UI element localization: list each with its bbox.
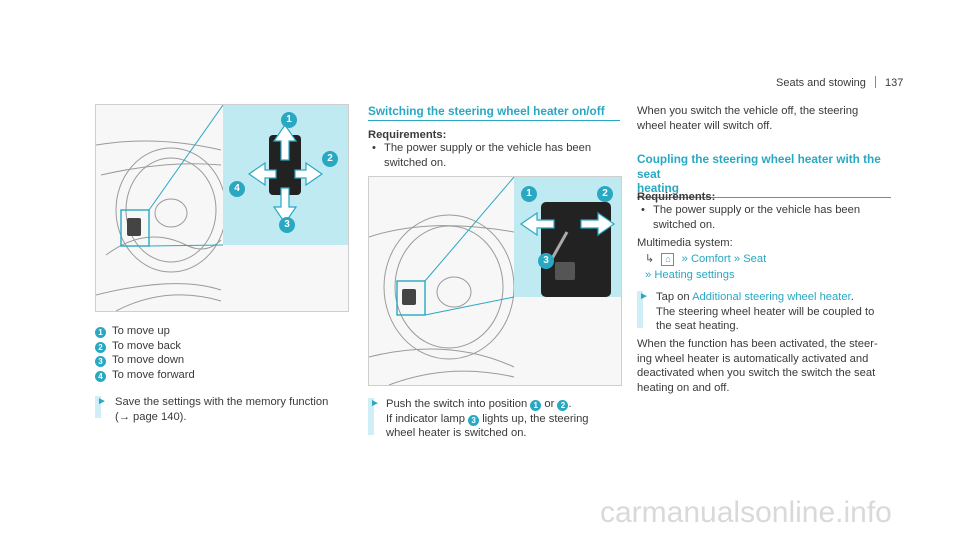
switch-highlight (396, 280, 426, 316)
seat-adjust-illustration (96, 105, 348, 311)
nav-comfort[interactable]: Comfort (690, 253, 731, 265)
fig1-label-2: 2 (322, 151, 338, 167)
additional-heater-link[interactable]: Additional steering wheel heater (692, 291, 851, 303)
col3-paragraph: When the function has been activated, th… (637, 338, 878, 394)
col3-instruction: Tap on Additional steering wheel heater.… (656, 291, 875, 332)
instruction-bar (95, 396, 101, 418)
steering-switch-illustration (369, 177, 621, 385)
nav-heating-settings[interactable]: Heating settings (654, 268, 735, 281)
multimedia-label: Multimedia system: (637, 237, 733, 249)
action-arrow-icon: ► (639, 291, 649, 302)
requirements-label: Requirements: (637, 191, 716, 203)
requirement-item: • The power supply or the vehicle has be… (372, 142, 592, 169)
chevron-icon: » (645, 268, 652, 281)
fig1-label-1: 1 (281, 112, 297, 128)
instruction-bar (368, 398, 374, 435)
col3-intro: When you switch the vehicle off, the ste… (637, 105, 859, 132)
figure-steering-switch: 1 2 3 (368, 176, 622, 386)
direction-arrows (247, 123, 324, 225)
fig2-label-2: 2 (597, 186, 613, 202)
switch-highlight (120, 209, 150, 247)
chevron-icon: » (733, 253, 741, 265)
fig1-label-3: 3 (279, 217, 295, 233)
page-number: 137 (885, 77, 904, 89)
direction-arrows (519, 211, 616, 237)
chevron-icon: » (681, 253, 688, 265)
return-arrow-icon: ↳ (645, 253, 655, 265)
watermark: carmanualsonline.info (600, 496, 892, 529)
fig2-label-1: 1 (521, 186, 537, 202)
fig2-label-3: 3 (538, 253, 554, 269)
instruction-bar (637, 291, 643, 328)
figure-seat-adjust: 1 2 3 4 (95, 104, 349, 312)
nav-seat[interactable]: Seat (743, 253, 767, 265)
heading-steering-heater: Switching the steering wheel heater on/o… (368, 104, 620, 121)
heading-coupling: Coupling the steering wheel heater with … (637, 152, 891, 198)
action-arrow-icon: ► (97, 396, 107, 407)
action-arrow-icon: ► (370, 398, 380, 409)
fig1-label-4: 4 (229, 181, 245, 197)
col2-instruction: Push the switch into position 1 or 2. If… (386, 398, 589, 439)
col1-instruction: Save the settings with the memory functi… (115, 396, 329, 423)
section-title: Seats and stowing 137 (776, 76, 904, 89)
home-icon: ⌂ (661, 253, 675, 266)
requirement-item: • The power supply or the vehicle has be… (641, 204, 861, 231)
nav-path: ↳ ⌂ » Comfort » Seat » Heating settings (645, 252, 766, 282)
requirements-label: Requirements: (368, 129, 447, 141)
